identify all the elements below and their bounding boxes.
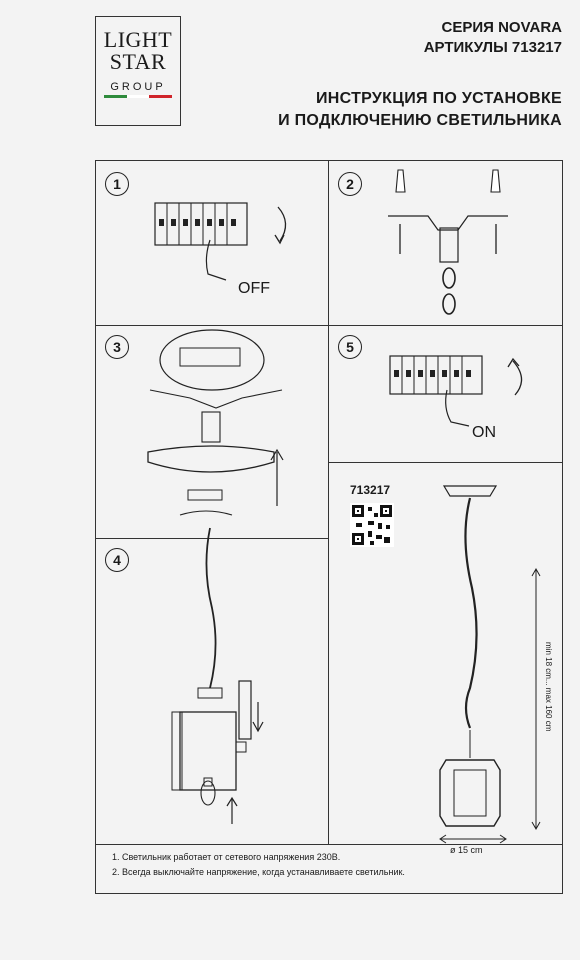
- step-3-arrow-up-icon: [270, 448, 284, 506]
- step-5-breaker-illustration: [389, 355, 483, 427]
- step-3-number: 3: [105, 335, 129, 359]
- instruction-frame: [95, 160, 563, 894]
- step-2-mounting-illustration: [388, 169, 508, 315]
- header-series-block: СЕРИЯ NOVARA АРТИКУЛЫ 713217: [424, 18, 562, 58]
- height-range-label: min 18 cm... max 160 cm: [544, 642, 553, 732]
- divider-v-top: [328, 160, 329, 462]
- diameter-label: ø 15 cm: [450, 845, 483, 855]
- diameter-dimension-line: [439, 834, 507, 844]
- logo-line-3: GROUP: [110, 81, 166, 93]
- qr-code-icon: [350, 503, 394, 547]
- step-5-on-label: ON: [472, 424, 496, 441]
- step-1-number: 1: [105, 172, 129, 196]
- step-4-number: 4: [105, 548, 129, 572]
- logo-line-1: LIGHT: [103, 27, 173, 52]
- title-line-2: И ПОДКЛЮЧЕНИЮ СВЕТИЛЬНИКА: [278, 112, 562, 129]
- divider-h-2: [328, 462, 563, 463]
- step-1-off-label: OFF: [238, 280, 270, 297]
- spec-article-number: 713217: [350, 483, 391, 497]
- step-5-number: 5: [338, 335, 362, 359]
- step-3-wiring-illustration: [147, 329, 283, 516]
- note-2: 2. Всегда выключайте напряжение, когда у…: [112, 867, 405, 877]
- logo-line-2: STAR: [109, 49, 167, 74]
- divider-v-bottom: [328, 462, 329, 844]
- step-2-number: 2: [338, 172, 362, 196]
- pendant-lamp-drawing: [439, 485, 501, 827]
- series-name: СЕРИЯ NOVARA: [441, 19, 562, 36]
- step-1-arrow-down-icon: [274, 206, 287, 245]
- divider-h-3: [95, 538, 328, 539]
- note-1: 1. Светильник работает от сетевого напря…: [112, 852, 341, 862]
- brand-logo: LIGHT STAR GROUP: [95, 16, 181, 126]
- step-5-arrow-up-icon: [507, 357, 523, 396]
- height-dimension-line: [531, 567, 541, 831]
- logo-flag-stripe: [104, 95, 173, 98]
- title-line-1: ИНСТРУКЦИЯ ПО УСТАНОВКЕ: [315, 90, 562, 107]
- header-title-block: ИНСТРУКЦИЯ ПО УСТАНОВКЕ И ПОДКЛЮЧЕНИЮ СВ…: [278, 88, 562, 132]
- divider-h-1: [95, 325, 563, 326]
- divider-h-notes: [95, 844, 563, 845]
- step-1-breaker-illustration: [154, 202, 248, 281]
- step-4-arrow-down-icon: [252, 702, 264, 733]
- step-4-assembly-illustration: [171, 527, 247, 806]
- step-4-arrow-up-icon: [226, 796, 238, 824]
- article-number: АРТИКУЛЫ 713217: [423, 39, 562, 56]
- step-4-shade-panel: [238, 680, 252, 740]
